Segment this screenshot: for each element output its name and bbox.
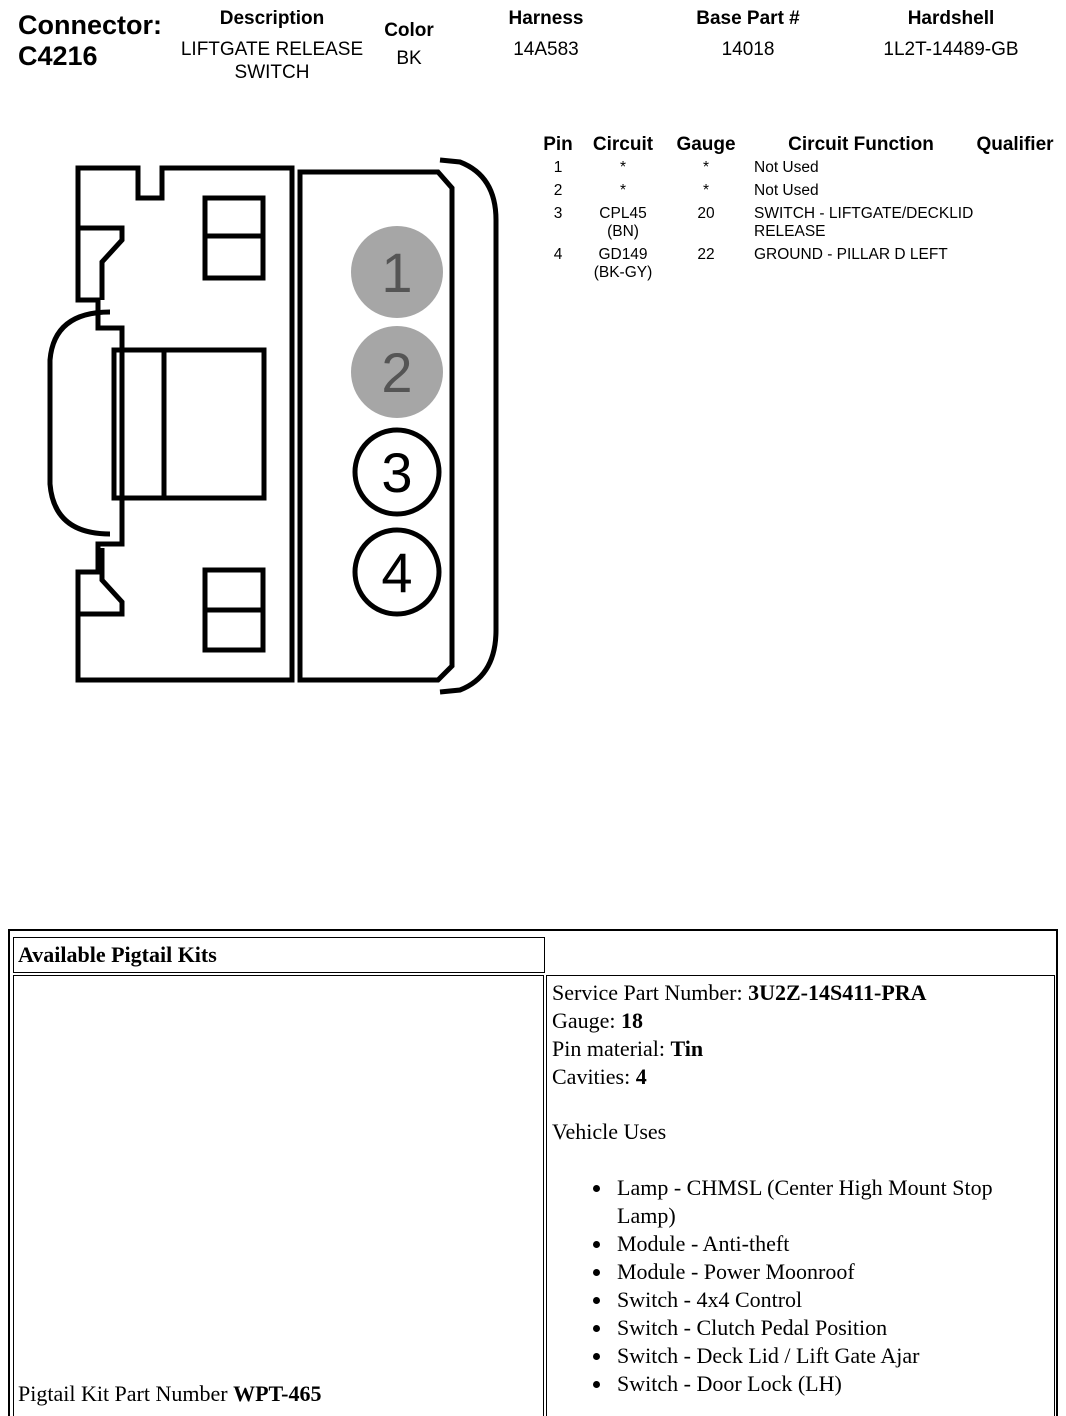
cavity-3: 3: [352, 427, 442, 517]
table-row: 1 * * Not Used: [534, 159, 1056, 182]
qualifier: [974, 159, 1056, 182]
cavity-2: 2: [351, 326, 443, 418]
pin-material-label: Pin material:: [552, 1036, 671, 1061]
base-part-value: 14018: [721, 39, 775, 60]
cavity-number: 3: [381, 441, 412, 504]
vehicle-uses-list: Lamp - CHMSL (Center High Mount Stop Lam…: [552, 1174, 1046, 1398]
list-item: Switch - Clutch Pedal Position: [613, 1314, 1046, 1342]
cavity-circle: [352, 527, 442, 617]
connector-id: C4216: [18, 41, 98, 71]
cavities-value: 4: [635, 1064, 647, 1089]
harness-label: Harness: [508, 8, 584, 29]
color-label: Color: [384, 20, 434, 41]
cavity-number: 1: [381, 241, 412, 304]
gauge: *: [702, 182, 710, 199]
base-part-label: Base Part #: [696, 8, 800, 29]
cavity-circle: [352, 427, 442, 517]
circuit-function: GROUND - PILLAR D LEFT: [754, 246, 948, 263]
cavity-circle: [351, 326, 443, 418]
connector-face-diagram: 1 2 3 4: [47, 157, 499, 695]
circuit: *: [619, 159, 627, 176]
gauge: 20: [697, 205, 715, 222]
pigtail-kit-label: Pigtail Kit Part Number: [18, 1381, 234, 1406]
circuit: GD149 (BK-GY): [593, 246, 653, 281]
header-circuit-function: Circuit Function: [788, 134, 934, 155]
housing-right-cap: [439, 157, 499, 695]
cavities-label: Cavities:: [552, 1064, 636, 1089]
housing-left-latch-bottom: [80, 548, 125, 617]
base-part-column: Base Part # 14018: [678, 8, 818, 61]
hardshell-label: Hardshell: [907, 8, 995, 29]
table-row: 2 * * Not Used: [534, 182, 1056, 205]
list-item: Switch - Door Lock (LH): [613, 1370, 1046, 1398]
pigtail-details-cell: Service Part Number: 3U2Z-14S411-PRA Gau…: [546, 975, 1055, 1416]
circuit: CPL45 (BN): [599, 205, 647, 240]
color-value: BK: [396, 48, 422, 69]
housing-right-outline: [297, 169, 455, 683]
list-item: Lamp - CHMSL (Center High Mount Stop Lam…: [613, 1174, 1046, 1230]
circuit-function: Not Used: [754, 182, 819, 199]
pin-number: 4: [553, 246, 563, 263]
pin-table-header-row: Pin Circuit Gauge Circuit Function Quali…: [534, 133, 1056, 159]
list-item: Module - Anti-theft: [613, 1230, 1046, 1258]
connector-title: Connector: C4216: [18, 10, 162, 72]
qualifier: [974, 246, 1056, 287]
description-column: Description LIFTGATE RELEASE SWITCH: [172, 8, 372, 84]
pin-material-line: Pin material: Tin: [552, 1035, 1046, 1063]
pigtail-title-cell: Available Pigtail Kits: [13, 937, 545, 973]
pin-table: Pin Circuit Gauge Circuit Function Quali…: [534, 133, 1056, 287]
hardshell-value: 1L2T-14489-GB: [883, 39, 1019, 60]
cavity-4: 4: [352, 527, 442, 617]
service-part-line: Service Part Number: 3U2Z-14S411-PRA: [552, 979, 1046, 1007]
qualifier: [974, 182, 1056, 205]
list-item: Switch - 4x4 Control: [613, 1286, 1046, 1314]
pigtail-title: Available Pigtail Kits: [18, 942, 217, 967]
gauge-label: Gauge:: [552, 1008, 622, 1033]
housing-left-outline: [75, 165, 295, 683]
harness-column: Harness 14A583: [486, 8, 606, 61]
pigtail-outer-frame: [8, 929, 1058, 1416]
cavity-number: 2: [381, 341, 412, 404]
circuit-function: Not Used: [754, 159, 819, 176]
header-circuit: Circuit: [592, 134, 654, 155]
cavity-circle: [351, 226, 443, 318]
table-row: 3 CPL45 (BN) 20 SWITCH - LIFTGATE/DECKLI…: [534, 205, 1056, 246]
list-item: Module - Power Moonroof: [613, 1258, 1046, 1286]
connector-label: Connector:: [18, 10, 162, 40]
pin-material-value: Tin: [670, 1036, 704, 1061]
pigtail-kit-cell: Pigtail Kit Part Number WPT-465: [13, 975, 544, 1416]
pin-number: 3: [553, 205, 563, 222]
description-label: Description: [219, 8, 325, 29]
color-column: Color BK: [372, 8, 446, 70]
gauge: 22: [697, 246, 715, 263]
list-item: Switch - Deck Lid / Lift Gate Ajar: [613, 1342, 1046, 1370]
vehicle-uses-label: Vehicle Uses: [552, 1119, 667, 1144]
circuit: *: [619, 182, 627, 199]
header-qualifier: Qualifier: [976, 134, 1054, 155]
cavity-1: 1: [351, 226, 443, 318]
pigtail-kit-value: WPT-465: [233, 1381, 322, 1406]
cavities-line: Cavities: 4: [552, 1063, 1046, 1091]
housing-left-bump: [47, 309, 111, 537]
harness-value: 14A583: [513, 39, 579, 60]
housing-center-tab: [111, 347, 267, 501]
gauge-value: 18: [621, 1008, 644, 1033]
qualifier: [974, 205, 1056, 246]
housing-left-latch-top: [80, 225, 125, 300]
table-row: 4 GD149 (BK-GY) 22 GROUND - PILLAR D LEF…: [534, 246, 1056, 287]
header-pin: Pin: [543, 134, 573, 155]
cavity-number: 4: [381, 541, 412, 604]
pin-number: 1: [553, 159, 563, 176]
description-value: LIFTGATE RELEASE SWITCH: [180, 39, 364, 83]
header-gauge: Gauge: [676, 134, 736, 155]
pigtail-kit-part-number: Pigtail Kit Part Number WPT-465: [18, 1380, 322, 1408]
circuit-function: SWITCH - LIFTGATE/DECKLID RELEASE: [754, 205, 974, 240]
gauge-line: Gauge: 18: [552, 1007, 1046, 1035]
service-part-value: 3U2Z-14S411-PRA: [748, 980, 927, 1005]
gauge: *: [702, 159, 710, 176]
service-part-label: Service Part Number:: [552, 980, 749, 1005]
pin-number: 2: [553, 182, 563, 199]
hardshell-column: Hardshell 1L2T-14489-GB: [860, 8, 1042, 61]
cavity-group: 1 2 3 4: [351, 226, 443, 617]
